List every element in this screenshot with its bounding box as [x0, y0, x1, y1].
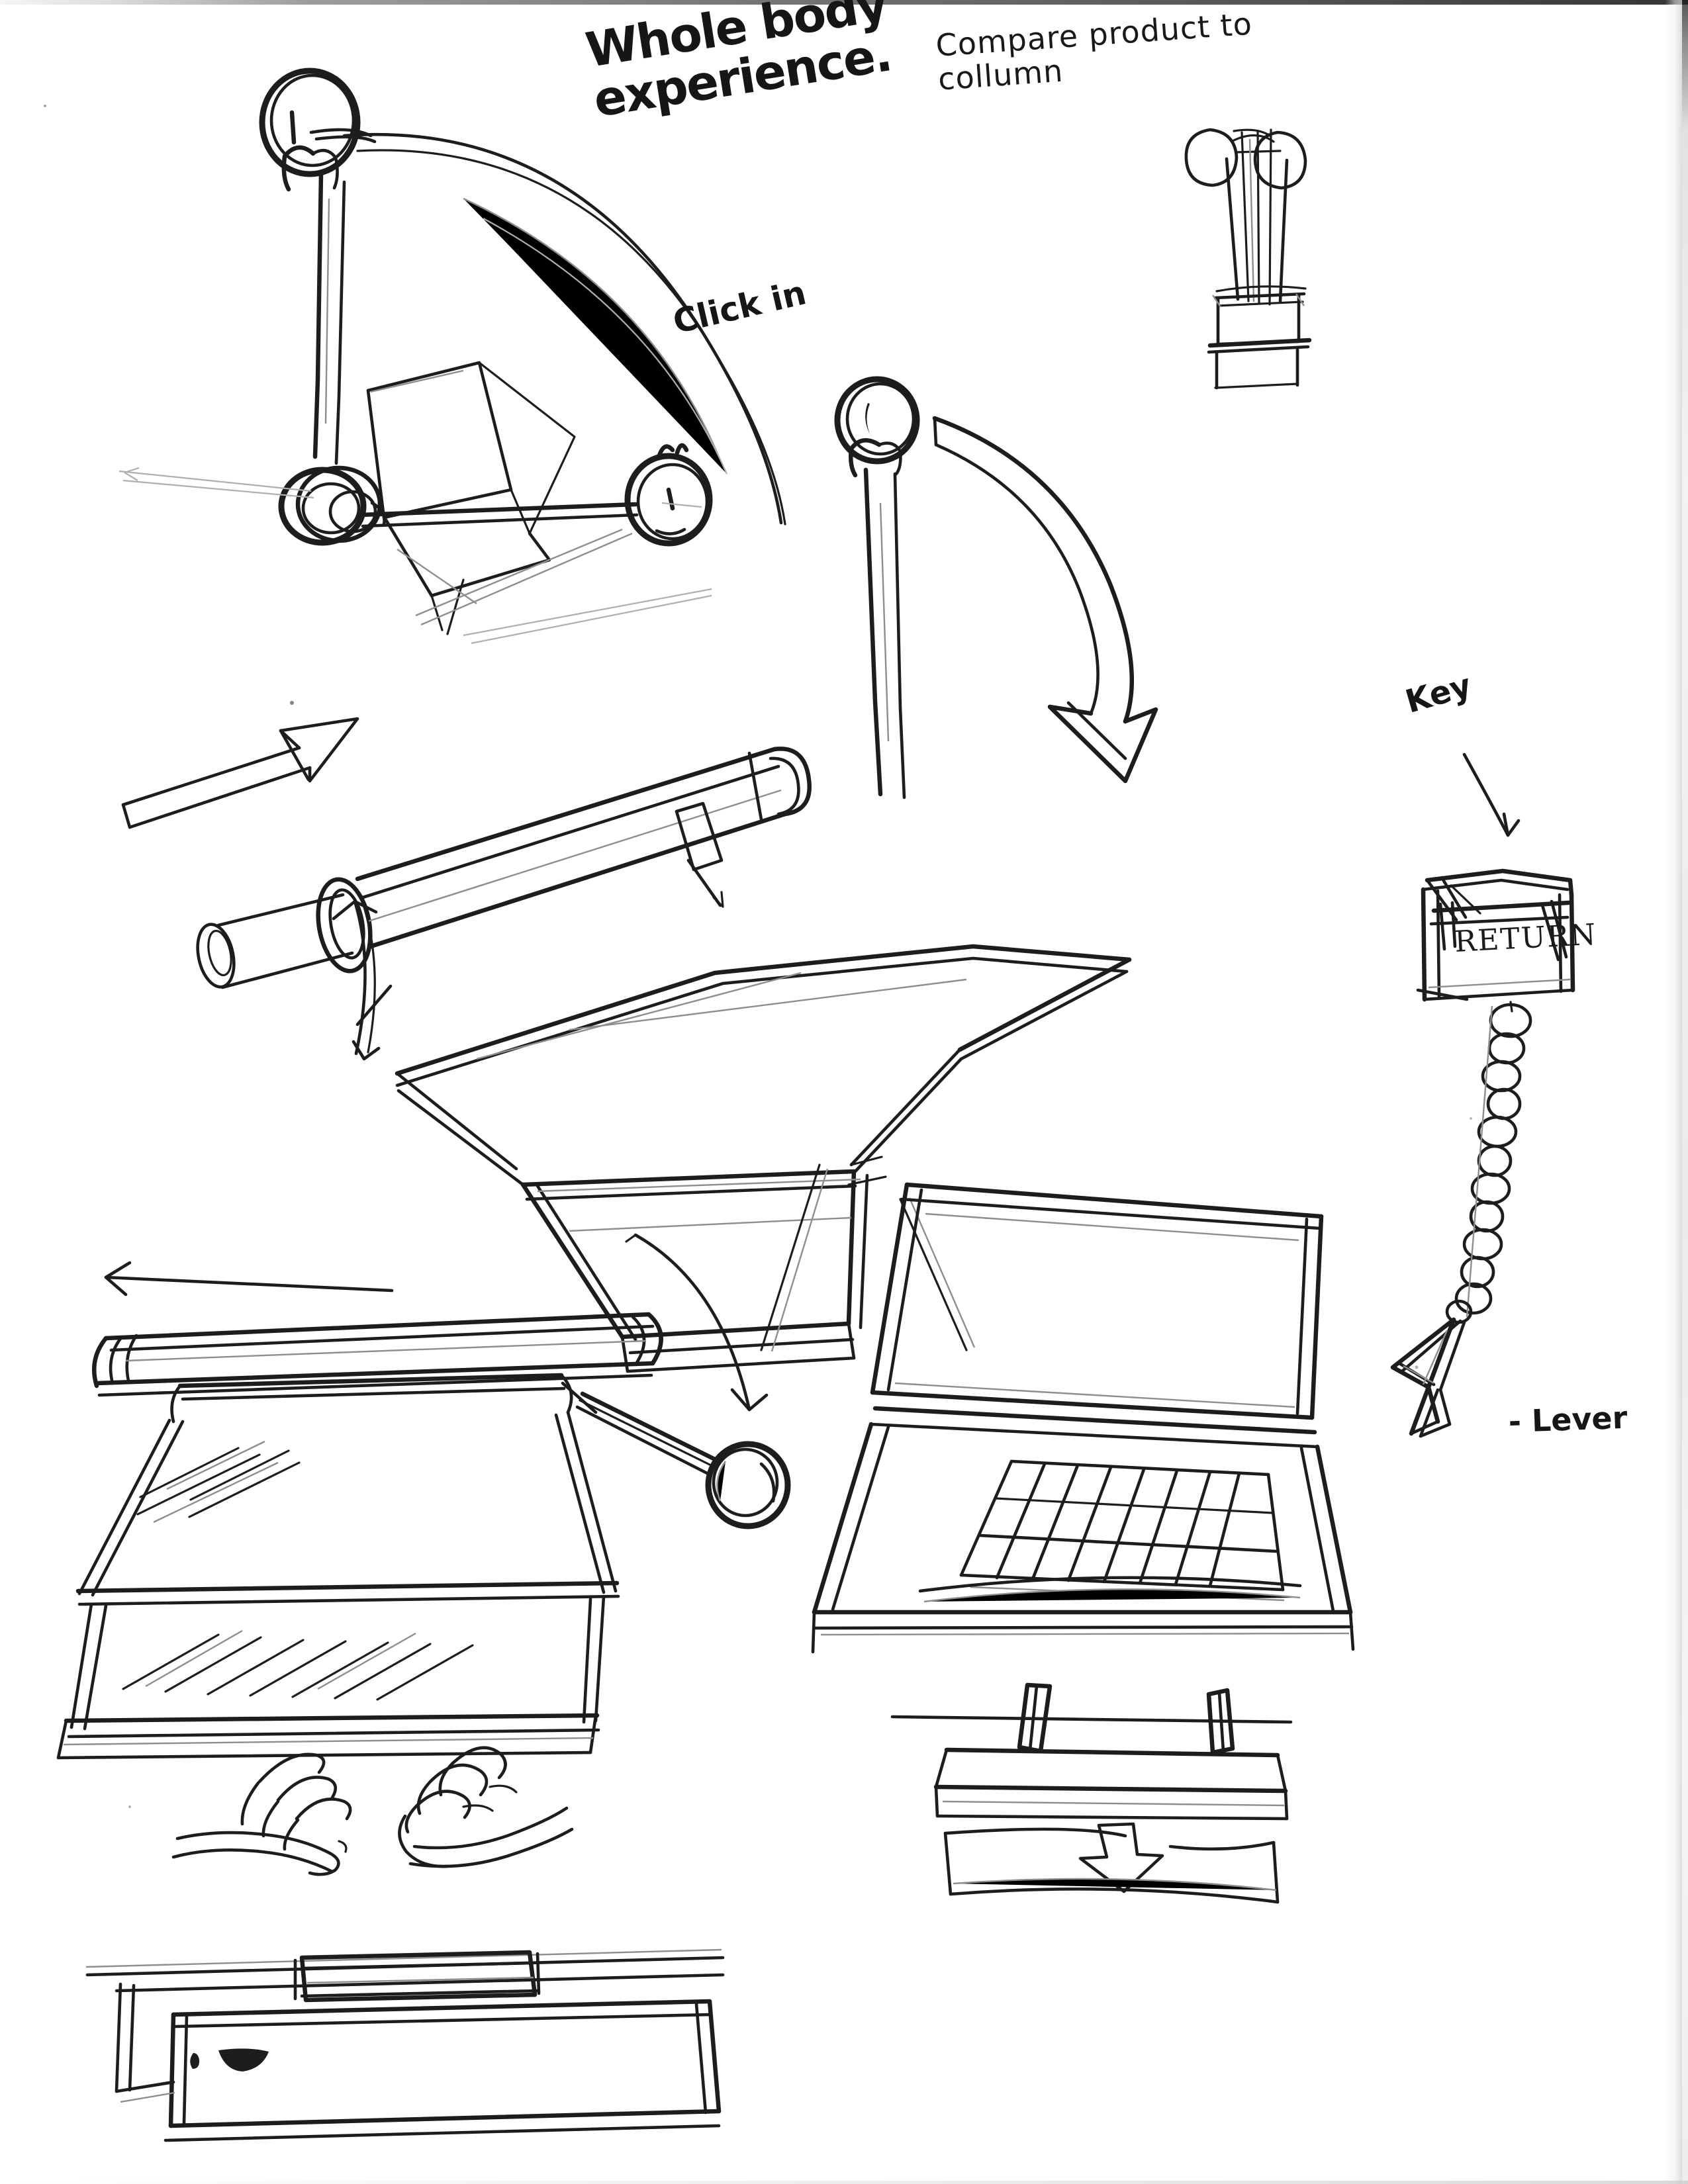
scan-edge-bottom	[0, 2181, 1688, 2184]
sketch-ionic-column	[1184, 128, 1312, 390]
annotation-lever-label: - Lever	[1507, 1399, 1628, 1439]
sketch-open-laptop	[811, 1182, 1355, 1654]
sketch-lever-knob-arc	[834, 376, 1158, 799]
sketch-hands-typing	[171, 1746, 574, 1876]
scan-edge-right-soft	[1665, 0, 1682, 2184]
sketch-insert-slot	[890, 1682, 1293, 1904]
paper-specks	[44, 105, 1472, 1808]
sketch-roller-wedge-deck	[121, 717, 1132, 1412]
sketch-return-key-lever	[1390, 752, 1575, 1438]
sketch-pivot-arm-assembly	[118, 68, 786, 645]
sketch-platen-front-view	[56, 1261, 791, 1760]
scan-edge-top	[0, 0, 1688, 5]
sketch-keyboard-tray	[85, 1948, 725, 2142]
scan-edge-right	[1682, 0, 1688, 2184]
